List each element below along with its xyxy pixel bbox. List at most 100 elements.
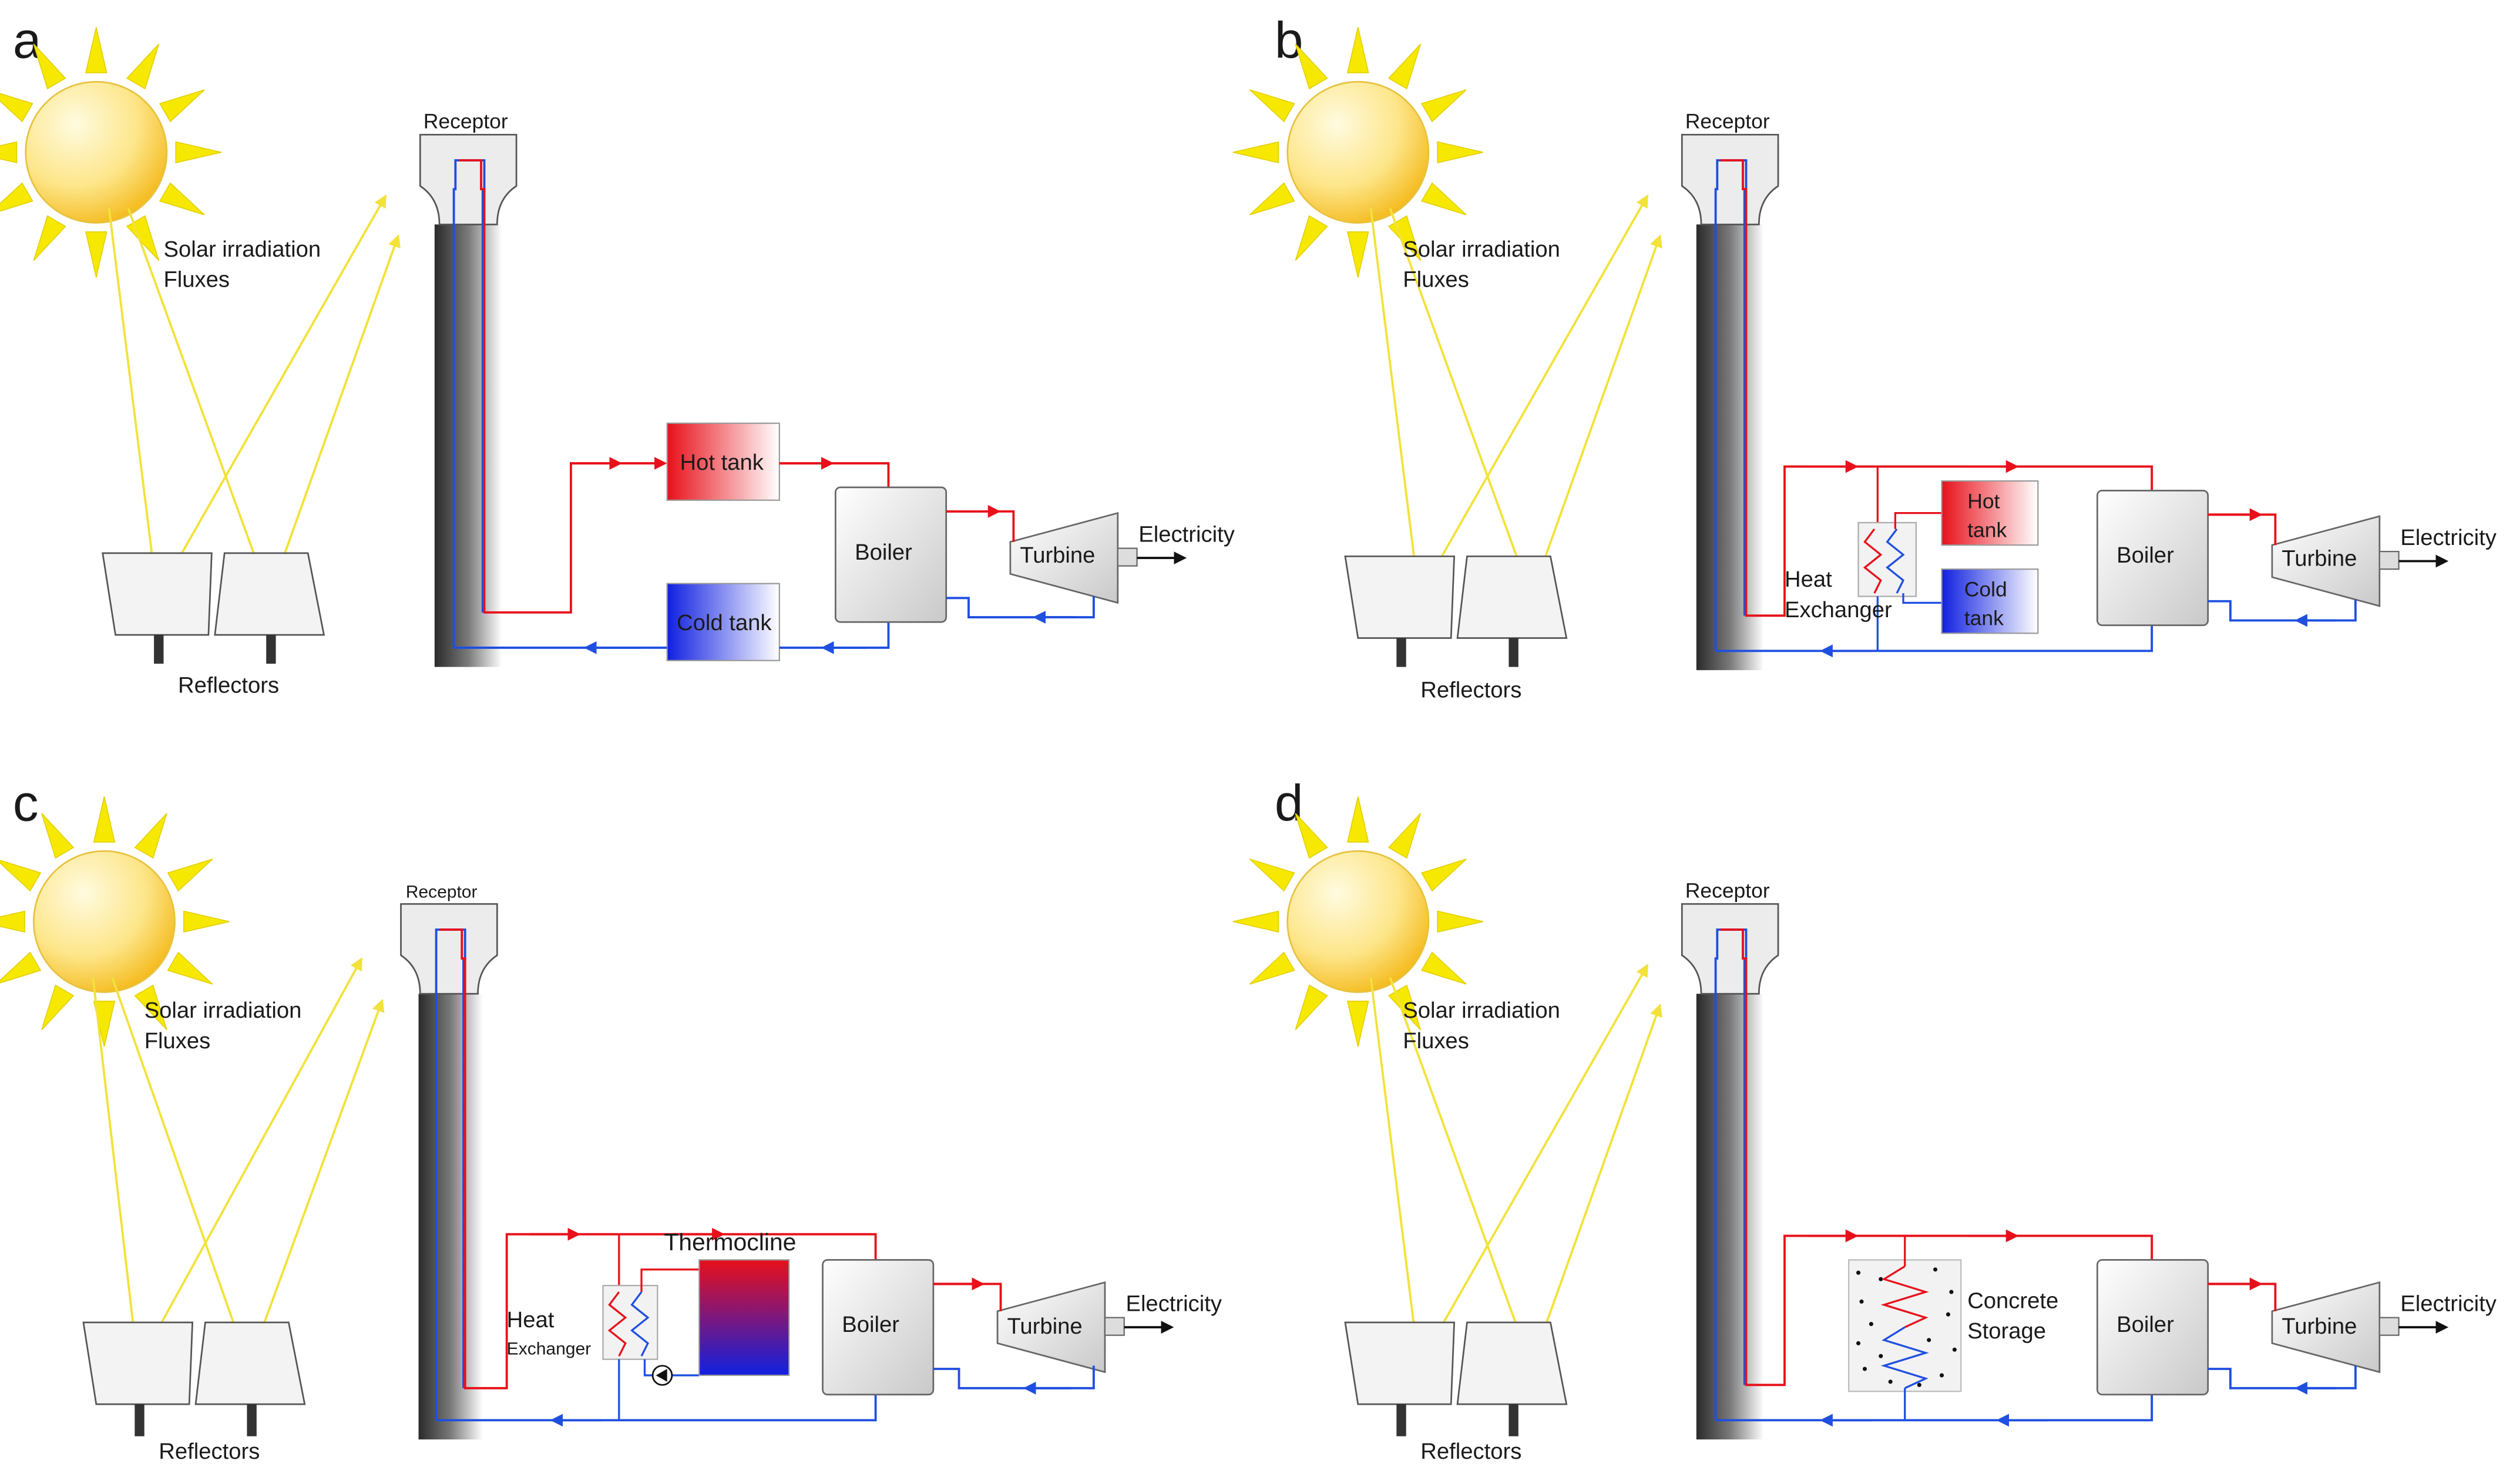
sun-icon xyxy=(0,27,221,278)
boiler xyxy=(834,486,948,623)
panel-a: a Solar irradiation Fluxes Reflectors xyxy=(0,11,1235,698)
panel-letter: b xyxy=(1275,11,1303,69)
electricity-label: Electricity xyxy=(1126,1291,1222,1317)
solar-rays xyxy=(1369,964,1662,1367)
sun-spike xyxy=(159,89,205,123)
sun-spike xyxy=(1437,141,1483,164)
solar-tower xyxy=(1681,903,1779,1440)
concrete-particles xyxy=(1856,1267,1957,1387)
sun-spikes xyxy=(1232,27,1483,278)
sun-spike xyxy=(1347,796,1369,843)
panel-letter: c xyxy=(13,774,39,832)
sun-spike xyxy=(1249,182,1295,216)
sun-spike xyxy=(134,813,167,859)
reflectors-label: Reflectors xyxy=(159,1439,260,1464)
heat-exchanger xyxy=(602,1284,659,1360)
sun-spike xyxy=(1420,89,1467,123)
cold-tank-label-1: Cold xyxy=(1964,578,2007,601)
electricity-label: Electricity xyxy=(2400,1291,2497,1317)
concrete-storage-label-2: Storage xyxy=(1967,1318,2046,1344)
sun-spikes xyxy=(0,796,230,1047)
receptor-label: Receptor xyxy=(1685,879,1770,902)
sun-spike xyxy=(1420,859,1467,892)
reflectors xyxy=(102,552,325,664)
solar-tower xyxy=(1681,133,1779,671)
sun-spike xyxy=(33,215,66,261)
hot-tank-label-1: Hot xyxy=(1967,489,2000,513)
sun-spike xyxy=(159,182,205,216)
turbine xyxy=(1009,512,1119,604)
sun-icon xyxy=(1232,27,1483,278)
sun-spike xyxy=(1420,951,1467,985)
electricity-label: Electricity xyxy=(1138,522,1235,547)
boiler-label: Boiler xyxy=(2116,543,2174,568)
turbine-label: Turbine xyxy=(2282,1314,2357,1339)
sun-spike xyxy=(0,182,33,212)
hot-tank xyxy=(666,422,780,501)
sun-spike xyxy=(85,27,107,73)
solar-rays xyxy=(1369,194,1662,597)
panel-b: b Solar irradiation Fluxes Reflectors Re… xyxy=(1232,11,2497,703)
sun-spike xyxy=(167,951,213,985)
fluxes-label: Fluxes xyxy=(145,1028,211,1054)
solar-rays xyxy=(92,957,385,1367)
concrete-storage-label-1: Concrete xyxy=(1967,1288,2058,1313)
sun-spike xyxy=(167,859,213,892)
turbine xyxy=(996,1281,1106,1374)
turbine xyxy=(2271,1281,2381,1374)
fluxes-label: Fluxes xyxy=(1403,267,1469,292)
sun-spike xyxy=(1249,951,1295,985)
heat-exchanger-label-2: Exchanger xyxy=(1785,597,1892,622)
boiler-label: Boiler xyxy=(2116,1312,2174,1337)
boiler-label: Boiler xyxy=(855,540,912,565)
hot-tank xyxy=(1941,480,2039,546)
sun-spike xyxy=(0,910,25,933)
panel-d: d Solar irradiation Fluxes Reflectors Re… xyxy=(1232,774,2497,1464)
concrete-storage xyxy=(1848,1259,1962,1392)
sun-spike xyxy=(41,813,75,859)
sun-spike xyxy=(1347,231,1369,278)
solar-irradiation-label: Solar irradiation xyxy=(163,237,321,262)
sun-spike xyxy=(1387,813,1422,859)
reflectors-label: Reflectors xyxy=(178,672,279,698)
sun-spike xyxy=(93,796,116,843)
sun-spike xyxy=(33,43,66,90)
sun-spike xyxy=(1232,141,1279,164)
solar-irradiation-label: Solar irradiation xyxy=(1403,998,1560,1023)
heat-exchanger-label-1: Heat xyxy=(1785,567,1832,592)
heat-exchanger-label-2: Exchanger xyxy=(507,1339,592,1358)
sun-icon xyxy=(1232,796,1483,1047)
sun-spike xyxy=(1295,984,1328,1031)
panel-letter: a xyxy=(13,11,42,69)
cold-tank-label-2: tank xyxy=(1964,607,2004,630)
solar-irradiation-label: Solar irradiation xyxy=(145,998,302,1023)
sun-spike xyxy=(1249,859,1295,892)
reflectors xyxy=(1344,555,1568,667)
sun-spike xyxy=(175,141,221,164)
fluxes-label: Fluxes xyxy=(1403,1028,1469,1054)
thermocline-tank xyxy=(698,1259,790,1377)
solar-irradiation-label: Solar irradiation xyxy=(1403,237,1560,262)
cold-tank xyxy=(1941,568,2039,634)
sun-spike xyxy=(0,951,42,984)
sun-spike xyxy=(183,910,230,933)
electricity-label: Electricity xyxy=(2400,525,2497,550)
turbine-label: Turbine xyxy=(1020,543,1095,568)
solar-tower xyxy=(419,133,518,667)
receptor-label: Receptor xyxy=(424,109,508,133)
sun-spike xyxy=(41,984,75,1031)
heat-exchanger-label-1: Heat xyxy=(507,1307,555,1332)
cold-tank-label: Cold tank xyxy=(677,610,772,635)
cold-tank xyxy=(666,583,780,661)
turbine xyxy=(2271,515,2381,607)
sun-spike xyxy=(1420,182,1467,216)
sun-spike xyxy=(85,231,107,278)
reflectors-label: Reflectors xyxy=(1420,678,1521,703)
boiler-label: Boiler xyxy=(842,1312,899,1337)
sun-spike xyxy=(1295,215,1328,261)
sun-icon xyxy=(0,796,230,1047)
sun-spike xyxy=(1232,910,1279,933)
receptor-label: Receptor xyxy=(406,882,478,901)
